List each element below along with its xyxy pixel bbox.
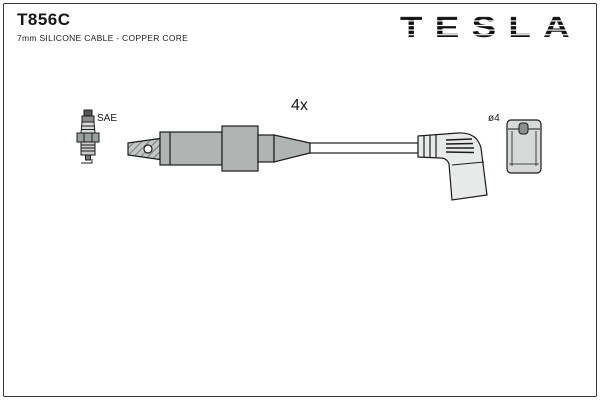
elbow-boot-icon (417, 132, 488, 201)
cable-icon (309, 142, 419, 154)
product-description: 7mm SILICONE CABLE - COPPER CORE (17, 33, 189, 43)
part-number: T856C (17, 10, 71, 29)
quantity-label: 4x (291, 97, 308, 114)
brand-logo-text: TESLA (400, 11, 582, 44)
diameter-label: ø4 (488, 113, 500, 124)
brand-logo: TESLA (400, 11, 582, 44)
spark-plug-icon (76, 109, 100, 164)
spark-plug-label: SAE (97, 113, 117, 124)
straight-boot-icon (127, 125, 311, 172)
terminal-sleeve-icon (506, 119, 542, 174)
